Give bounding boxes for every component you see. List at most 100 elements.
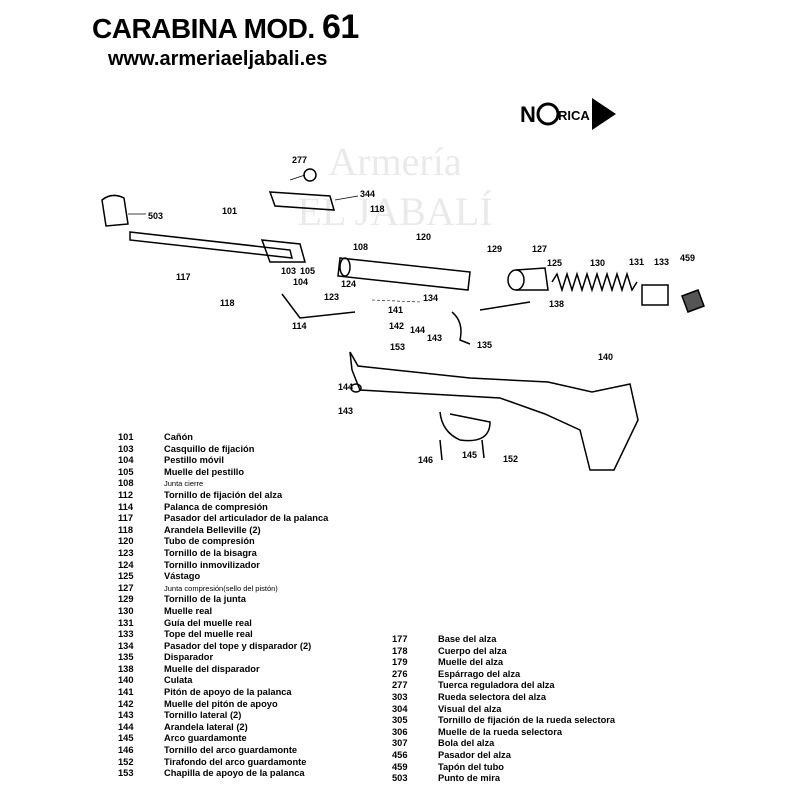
callout-146: 146 xyxy=(418,455,433,465)
adjusting-nut-277 xyxy=(303,168,317,182)
watermark: Armería EL JABALÍ xyxy=(297,139,492,234)
part-number: 179 xyxy=(392,657,408,668)
part-number: 141 xyxy=(118,687,134,698)
part-number: 123 xyxy=(118,547,134,558)
part-name: Pasador del articulador de la palanca xyxy=(164,513,329,524)
callout-118: 118 xyxy=(370,204,385,214)
spring-stop-133 xyxy=(641,284,669,306)
rear-sight-344 xyxy=(268,191,336,211)
callout-141: 141 xyxy=(388,305,403,315)
callout-138: 138 xyxy=(549,299,564,309)
part-name: Arandela Belleville (2) xyxy=(164,524,261,535)
part-name: Junta compresión(sello del pistón) xyxy=(164,583,278,593)
part-row: 177 Base del alza xyxy=(392,634,615,646)
title-text: CARABINA MOD. xyxy=(92,13,315,44)
model-number: 61 xyxy=(321,8,359,46)
part-name: Cañón xyxy=(164,432,193,442)
front-sight-503 xyxy=(101,194,129,227)
part-name: Culata xyxy=(164,675,193,686)
part-number: 307 xyxy=(392,738,408,749)
callout-144: 144 xyxy=(338,382,353,392)
part-number: 178 xyxy=(392,645,408,656)
part-name: Tuerca reguladora del alza xyxy=(438,680,555,691)
part-number: 145 xyxy=(118,733,134,744)
part-number: 306 xyxy=(392,726,408,737)
mainspring-130 xyxy=(551,271,638,293)
washer-144 xyxy=(350,383,362,393)
callout-152: 152 xyxy=(503,454,518,464)
part-name: Tornillo de la bisagra xyxy=(164,547,257,558)
part-number: 142 xyxy=(118,698,134,709)
callout-144: 144 xyxy=(410,325,425,335)
part-row: 135 Disparador xyxy=(118,652,328,664)
trigger-guard-145 xyxy=(439,411,491,442)
trigger-135 xyxy=(451,311,471,345)
callout-344: 344 xyxy=(360,189,375,199)
part-name: Muelle del disparador xyxy=(164,663,260,674)
part-row: 101 Cañón xyxy=(118,432,328,444)
part-number: 130 xyxy=(118,605,134,616)
part-number: 303 xyxy=(392,691,408,702)
part-name: Disparador xyxy=(164,652,214,663)
callout-130: 130 xyxy=(590,258,605,268)
stock-140 xyxy=(349,351,639,471)
part-number: 459 xyxy=(392,761,408,772)
page-title: CARABINA MOD. 61 xyxy=(92,8,359,47)
part-row: 304 Visual del alza xyxy=(392,704,615,716)
callout-117: 117 xyxy=(176,272,191,282)
svg-text:Armería: Armería xyxy=(328,139,462,184)
part-name: Arco guardamonte xyxy=(164,733,247,744)
part-name: Muelle de la rueda selectora xyxy=(438,726,563,737)
part-name: Arandela lateral (2) xyxy=(164,721,248,732)
part-name: Tubo de compresión xyxy=(164,536,255,547)
website-link[interactable]: www.armeriaeljabali.es xyxy=(108,48,328,70)
part-name: Vástago xyxy=(164,571,201,582)
part-name: Tornillo de la junta xyxy=(164,594,246,605)
part-name: Pasador del tope y disparador (2) xyxy=(164,640,312,651)
part-number: 134 xyxy=(118,640,134,651)
callout-129: 129 xyxy=(487,244,502,254)
part-row: 123 Tornillo de la bisagra xyxy=(118,548,328,560)
breech-block xyxy=(260,239,306,263)
barrel-101 xyxy=(129,231,293,259)
part-name: Pestillo móvil xyxy=(164,455,224,466)
part-name: Muelle del alza xyxy=(438,657,504,668)
part-name: Muelle del pestillo xyxy=(164,466,245,477)
part-number: 103 xyxy=(118,443,134,454)
part-name: Pitón de apoyo de la palanca xyxy=(164,687,292,698)
callout-101: 101 xyxy=(222,206,237,216)
part-number: 304 xyxy=(392,703,408,714)
part-number: 127 xyxy=(118,582,134,593)
part-name: Tapón del tubo xyxy=(438,761,504,772)
part-number: 177 xyxy=(392,634,408,644)
part-number: 135 xyxy=(118,652,134,663)
part-name: Visual del alza xyxy=(438,703,502,714)
part-name: Tornillo de fijación del alza xyxy=(164,489,283,500)
part-number: 114 xyxy=(118,501,133,512)
callout-140: 140 xyxy=(598,352,613,362)
part-name: Base del alza xyxy=(438,634,497,644)
part-number: 117 xyxy=(118,513,133,524)
compression-tube-120 xyxy=(337,257,471,291)
part-name: Junta cierre xyxy=(164,479,204,489)
part-name: Tornillo del arco guardamonte xyxy=(164,745,298,756)
part-row: 112 Tornillo de fijación del alza xyxy=(118,490,328,502)
part-number: 153 xyxy=(118,768,134,779)
norica-logo: N RICA xyxy=(520,98,616,130)
part-number: 112 xyxy=(118,489,133,500)
part-number: 101 xyxy=(118,432,134,442)
